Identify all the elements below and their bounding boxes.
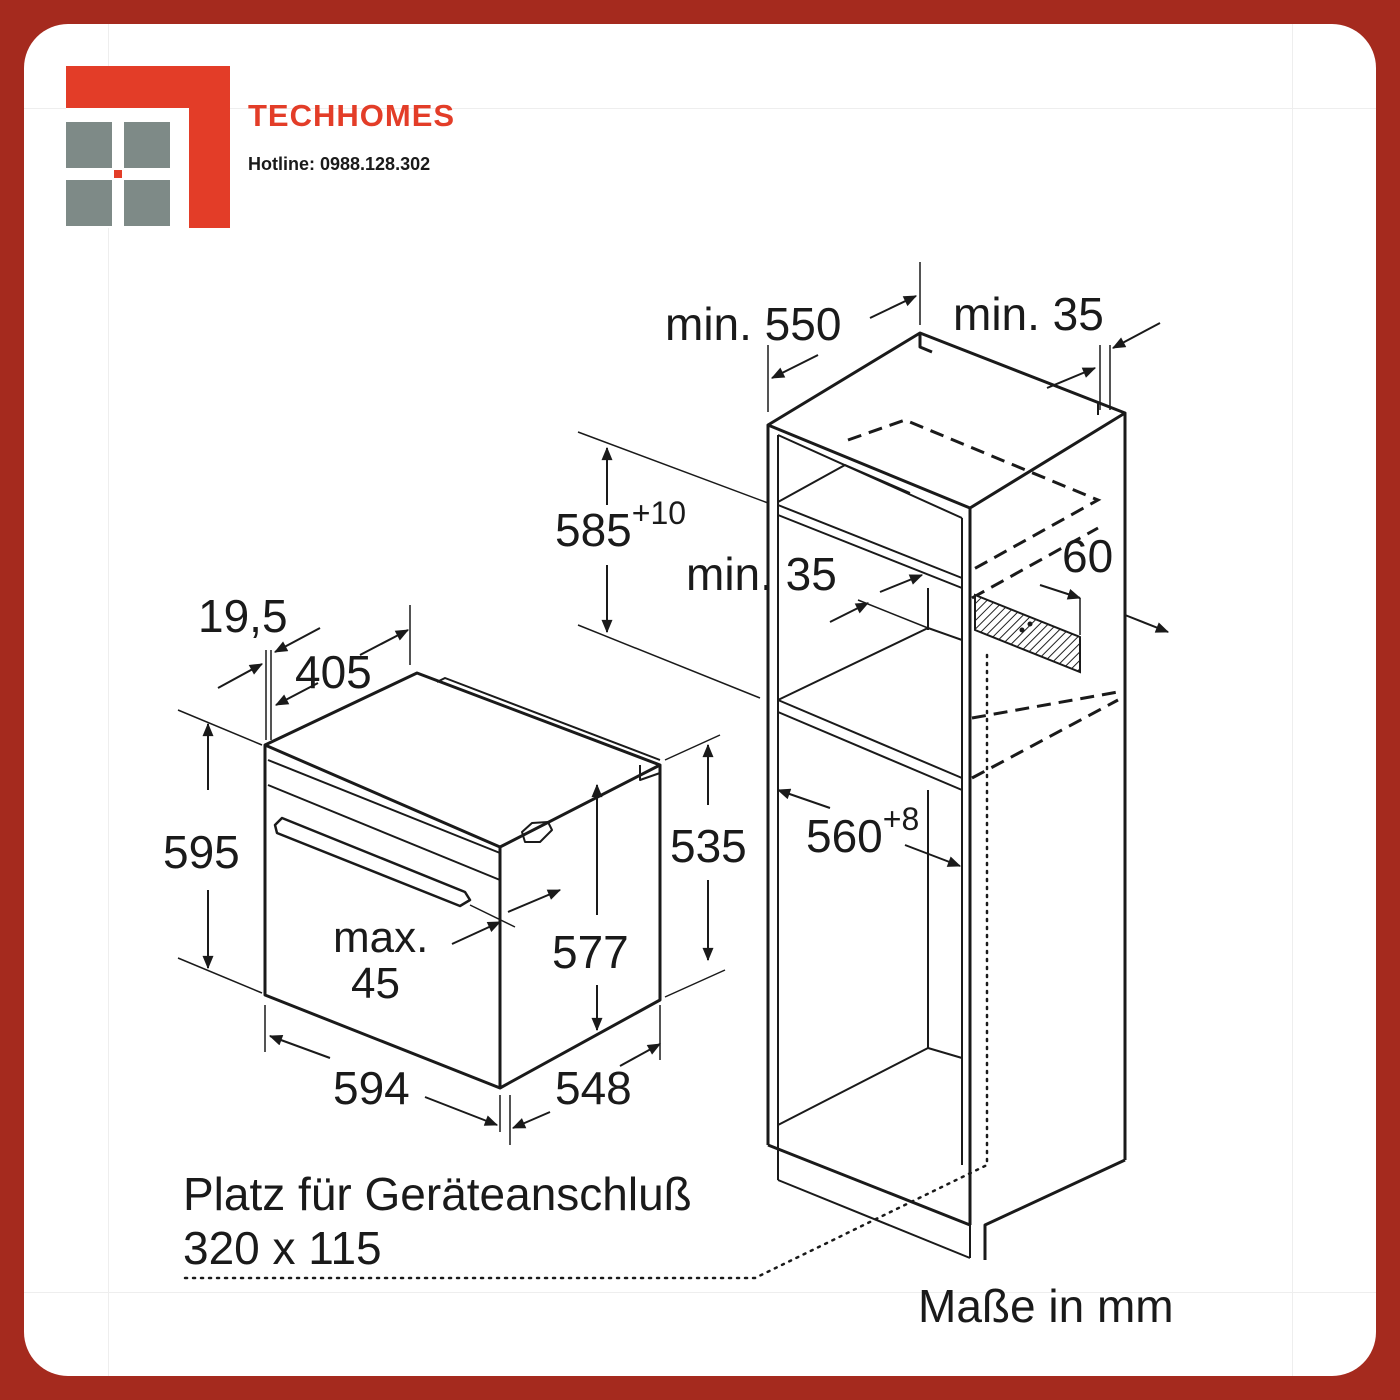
dim-front-offset: 19,5 [198,590,288,642]
dim-inner-gap: min. 35 [686,548,837,600]
connection-space-label: Platz für Geräteanschluß [183,1168,692,1220]
cabinet-dashed-outlines [847,418,1119,780]
dim-top-gap: min. 35 [953,288,1104,340]
dim-oven-width: 594 [333,1062,410,1114]
dim-niche-height: 585+10 [555,495,686,556]
dim-oven-inner-height: 577 [552,926,629,978]
connection-space-size: 320 x 115 [183,1222,382,1274]
dim-cabinet-min-depth: min. 550 [665,298,841,350]
dim-oven-body-depth: 548 [555,1062,632,1114]
guide-line [1292,24,1293,1376]
niche-width-value: 560 [806,810,883,862]
units-note: Maße in mm [918,1280,1174,1332]
diagram-card: TECHHOMES Hotline: 0988.128.302 [24,24,1376,1376]
dim-oven-total-height: 595 [163,826,240,878]
niche-height-value: 585 [555,504,632,556]
dim-handle-value: 45 [351,959,400,1008]
dim-oven-body-height: 535 [670,820,747,872]
guide-line [24,1292,1376,1293]
guide-line [108,24,109,1376]
oven-dimension-arrows [202,627,714,1129]
brand-name: TECHHOMES [248,98,456,133]
dim-oven-top-depth: 405 [295,646,372,698]
cabinet-drawing [766,331,1127,1260]
cabinet-dimension-arrows [577,262,1170,867]
niche-height-tolerance: +10 [632,495,686,531]
vent-opening [974,593,1081,674]
dim-vent: 60 [1062,530,1113,582]
connection-dotted-path [183,653,989,1280]
niche-width-tolerance: +8 [883,801,919,837]
dim-handle-label: max. [333,913,428,962]
dim-niche-width: 560+8 [806,801,919,862]
techhomes-logo [66,66,230,228]
hotline: Hotline: 0988.128.302 [248,154,431,174]
oven-drawing [177,605,726,1145]
guide-line [24,108,1376,109]
